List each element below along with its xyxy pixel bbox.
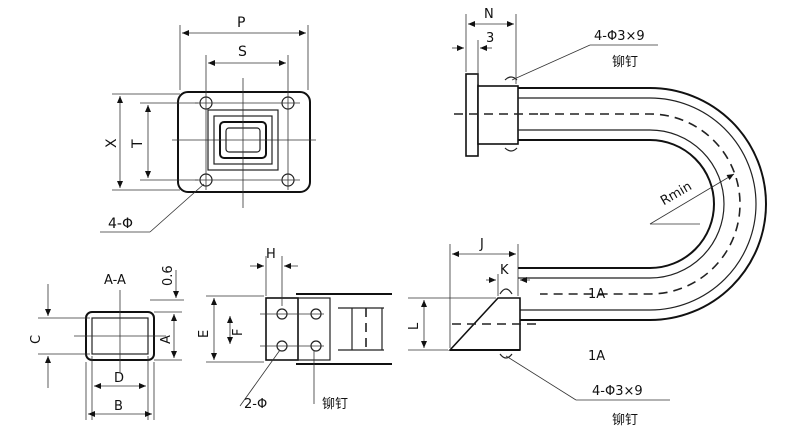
- dim-H-label: H: [266, 247, 276, 262]
- dim-0.6-label: 0.6: [161, 265, 176, 286]
- rmin-label: Rmin: [658, 179, 695, 209]
- dim-A-label: A: [159, 335, 174, 344]
- dim-F-label: F: [231, 329, 246, 336]
- dim-E-label: E: [197, 330, 212, 338]
- rivet-label-side: 铆钉: [322, 397, 348, 412]
- flange-front-view: P S X T 4-Φ: [100, 15, 316, 233]
- section-label: A-A: [104, 273, 126, 288]
- rivet-spec-bottom: 4-Φ3×9: [592, 384, 643, 399]
- section-AA-view: A-A 0.6 C A D B: [29, 265, 184, 420]
- rivet-spec-top: 4-Φ3×9: [594, 29, 645, 44]
- dim-N-label: N: [484, 7, 494, 22]
- dim-X-label: X: [104, 138, 120, 148]
- dim-S-label: S: [238, 44, 247, 60]
- dim-C-label: C: [29, 335, 44, 344]
- dim-L-label: L: [407, 322, 422, 330]
- dim-D-label: D: [114, 371, 124, 386]
- rivet-label-top: 铆钉: [612, 55, 638, 70]
- dim-T-label: T: [130, 139, 146, 149]
- two-holes-label: 2-Φ: [244, 397, 267, 412]
- dim-J-label: J: [479, 237, 484, 252]
- label-1A-top: 1A: [588, 287, 605, 302]
- side-view: H E F 2-Φ 铆钉: [197, 247, 392, 412]
- dim-P-label: P: [237, 15, 245, 31]
- bend-assembly-view: N 3 4-Φ3×9 铆钉 Rmin J K: [407, 7, 767, 428]
- dim-B-label: B: [114, 399, 123, 414]
- bolt-holes-label: 4-Φ: [108, 216, 133, 232]
- label-1A-bottom: 1A: [588, 349, 605, 364]
- dim-K-label: K: [500, 263, 509, 278]
- rivet-label-bottom: 铆钉: [612, 413, 638, 428]
- dim-3-label: 3: [486, 31, 494, 46]
